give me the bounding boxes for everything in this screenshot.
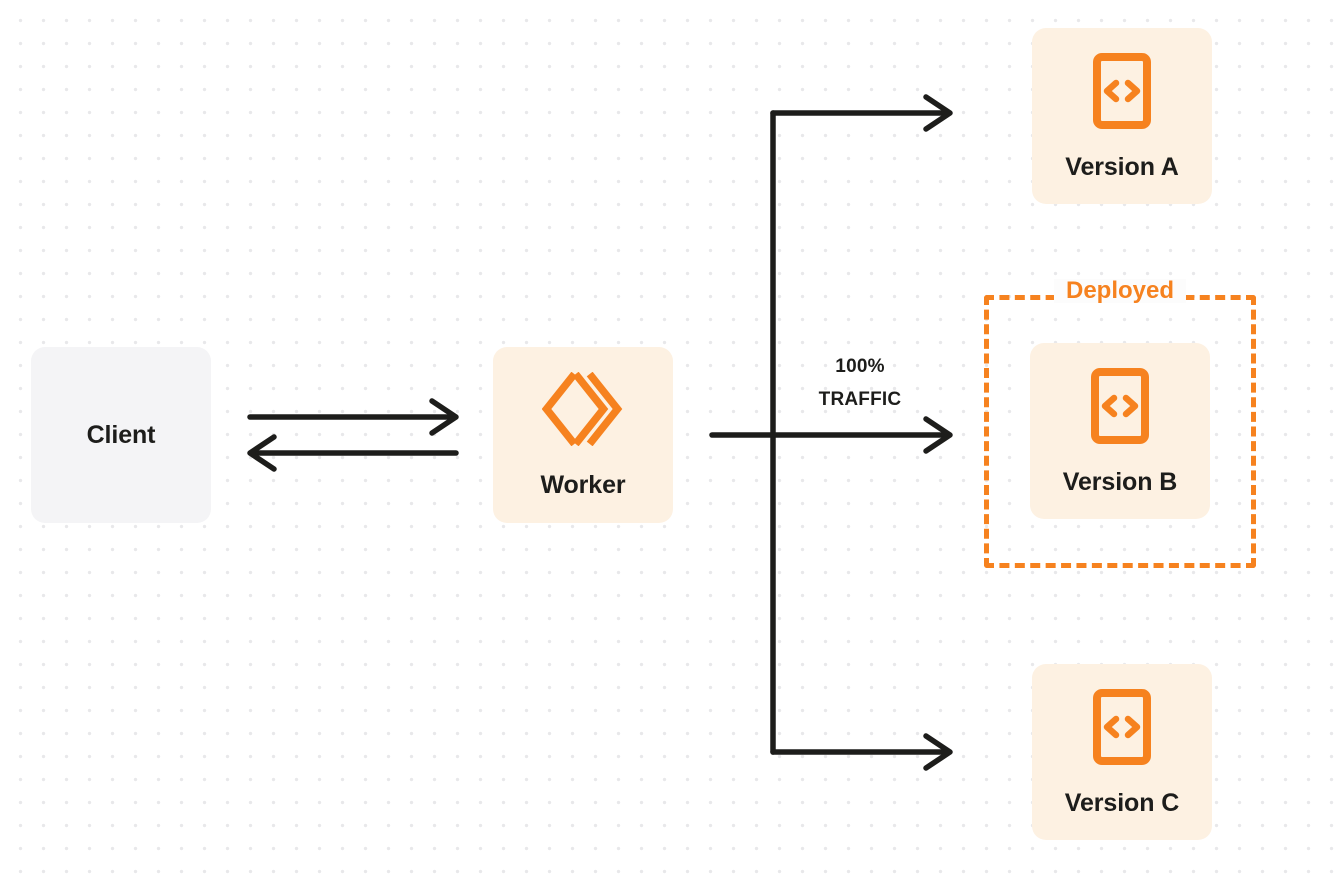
version-c-label: Version C [1064, 789, 1180, 817]
edge-worker-to-version-a [770, 94, 953, 132]
edge-worker-to-version-b [709, 416, 953, 454]
traffic-word: TRAFFIC [818, 389, 902, 411]
client-label: Client [86, 420, 156, 449]
node-version-a[interactable]: Version A [1032, 28, 1212, 204]
code-document-icon [1090, 367, 1150, 450]
worker-label: Worker [540, 471, 626, 499]
edge-client-to-worker [247, 398, 459, 436]
code-document-icon [1092, 52, 1152, 135]
node-worker[interactable]: Worker [493, 347, 673, 523]
deployed-label-wrap: Deployed [1053, 277, 1187, 304]
node-version-c[interactable]: Version C [1032, 664, 1212, 840]
group-deployed: Deployed Version B [984, 279, 1256, 568]
deployed-label: Deployed [1065, 277, 1175, 304]
traffic-percent: 100% [835, 356, 885, 377]
edge-worker-to-version-c [770, 733, 953, 771]
node-client[interactable]: Client [31, 347, 211, 523]
node-version-b[interactable]: Version B [1030, 343, 1210, 519]
version-b-label: Version B [1062, 468, 1178, 496]
code-document-icon [1092, 688, 1152, 771]
cloudflare-workers-logo-icon [541, 371, 624, 451]
version-a-label: Version A [1065, 153, 1179, 181]
traffic-label: 100% TRAFFIC [789, 350, 931, 417]
edge-worker-to-client [247, 434, 459, 472]
